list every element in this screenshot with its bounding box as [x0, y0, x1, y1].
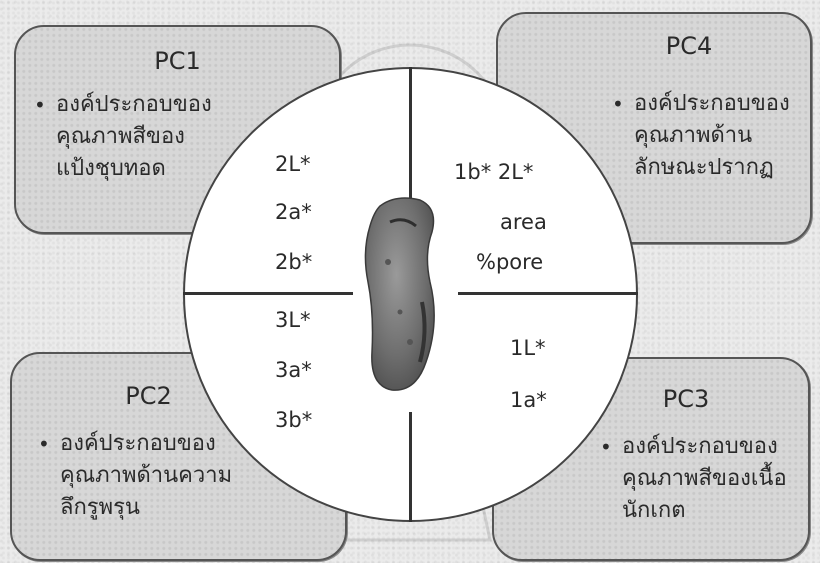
divider-left	[183, 292, 353, 295]
pc3-line: นักเกต	[622, 495, 787, 527]
pc3-line: คุณภาพสีของเนื้อ	[622, 463, 787, 495]
pc2-line: คุณภาพด้านความ	[60, 460, 232, 492]
pc2-line: ลึกรูพรุน	[60, 492, 232, 524]
pc1-value: 2L*	[275, 152, 311, 176]
bullet-icon: •	[38, 428, 50, 460]
bullet-icon: •	[612, 88, 624, 120]
pc4-value: 1b* 2L*	[454, 160, 533, 184]
pc1-description: • องค์ประกอบของ คุณภาพสีของ แป้งชุบทอด	[56, 89, 212, 185]
pc2-value: 3L*	[275, 308, 311, 332]
divider-bottom	[409, 412, 412, 522]
pc1-line: คุณภาพสีของ	[56, 121, 212, 153]
pc3-value: 1a*	[510, 388, 547, 412]
pc3-line: องค์ประกอบของ	[622, 431, 787, 463]
pc4-description: • องค์ประกอบของ คุณภาพด้าน ลักษณะปรากฏ	[634, 88, 790, 184]
pc3-description: • องค์ประกอบของ คุณภาพสีของเนื้อ นักเกต	[622, 431, 787, 527]
pc4-line: ลักษณะปรากฏ	[634, 152, 790, 184]
pc1-value: 2a*	[275, 200, 312, 224]
pc4-line: องค์ประกอบของ	[634, 88, 790, 120]
pc4-line: คุณภาพด้าน	[634, 120, 790, 152]
bullet-icon: •	[34, 89, 46, 121]
pc4-title: PC4	[568, 32, 810, 60]
pc2-line: องค์ประกอบของ	[60, 428, 232, 460]
pc1-title: PC1	[16, 47, 339, 75]
bullet-icon: •	[600, 431, 612, 463]
pc1-value: 2b*	[275, 250, 312, 274]
pc1-line: องค์ประกอบของ	[56, 89, 212, 121]
pc1-line: แป้งชุบทอด	[56, 153, 212, 185]
pc2-description: • องค์ประกอบของ คุณภาพด้านความ ลึกรูพรุน	[60, 428, 232, 524]
pc4-value: %pore	[476, 250, 543, 274]
pc2-value: 3a*	[275, 358, 312, 382]
pc3-value: 1L*	[510, 336, 546, 360]
nugget-product-photo	[360, 192, 442, 397]
pc2-value: 3b*	[275, 408, 312, 432]
divider-right	[458, 292, 638, 295]
pc4-value: area	[500, 210, 547, 234]
